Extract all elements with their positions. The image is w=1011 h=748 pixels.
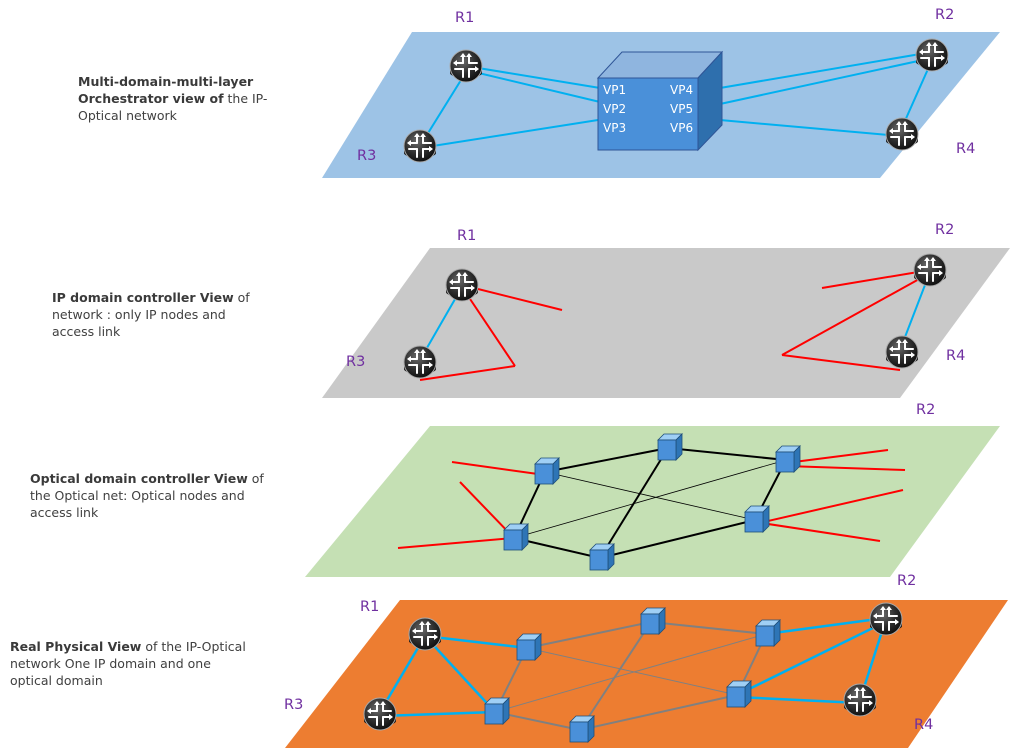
l1-r2-label: R2	[935, 7, 955, 23]
vp1-label: VP1	[603, 83, 627, 97]
l4-r4-label: R4	[914, 717, 934, 733]
router-l4-r4	[843, 683, 877, 717]
vp6-label: VP6	[670, 121, 694, 135]
vp4-label: VP4	[670, 83, 694, 97]
optical-node-4	[744, 505, 770, 533]
orchestrator-view-text: the IP-Optical network	[78, 91, 268, 123]
router-l4-r2	[869, 602, 903, 636]
optical-node-6	[503, 523, 529, 551]
router-l1-r1	[449, 49, 483, 83]
physical-node-6	[484, 697, 510, 725]
router-l2-r2	[913, 253, 947, 287]
l1-r4-label: R4	[956, 141, 976, 157]
router-l4-r3	[363, 697, 397, 731]
optical-controller-view-description: Optical domain controller View of the Op…	[30, 470, 270, 521]
router-l2-r1	[445, 268, 479, 302]
l2-r4-label: R4	[946, 348, 966, 364]
orchestrator-view-description: Multi-domain-multi-layer Orchestrator vi…	[78, 73, 278, 124]
orchestrator-links	[419, 51, 933, 149]
optical-access-links	[397, 449, 906, 549]
physical-plane	[285, 600, 1008, 748]
optical-node-3	[775, 445, 801, 473]
router-l1-r4	[885, 117, 919, 151]
physical-node-3	[755, 619, 781, 647]
router-l2-r3	[403, 345, 437, 379]
router-l1-r3	[403, 129, 437, 163]
physical-view-text: of the IP-Optical network One IP domain …	[10, 639, 246, 688]
vp5-label: VP5	[670, 102, 694, 116]
l1-r3-label: R3	[357, 148, 377, 164]
l4-r2-label: R2	[897, 573, 917, 589]
optical-node-5	[589, 543, 615, 571]
vp3-label: VP3	[603, 121, 627, 135]
l2-r3-label: R3	[346, 354, 366, 370]
ip-controller-view-description: IP domain controller View of network : o…	[52, 289, 267, 340]
optical-plane	[305, 426, 1000, 577]
physical-view-description: Real Physical View of the IP-Optical net…	[10, 638, 250, 689]
ip-controller-view-title: IP domain controller View	[52, 290, 234, 305]
physical-node-5	[569, 715, 595, 743]
router-l2-r4	[885, 335, 919, 369]
optical-node-1	[534, 457, 560, 485]
l4-r1-label: R1	[360, 599, 380, 615]
l3-r2-label: R2	[916, 402, 936, 418]
physical-view-title: Real Physical View	[10, 639, 142, 654]
router-l1-r2	[915, 38, 949, 72]
physical-node-1	[516, 633, 542, 661]
optical-controller-view-title: Optical domain controller View	[30, 471, 248, 486]
optical-controller-view-text: of the Optical net: Optical nodes and ac…	[30, 471, 264, 520]
l4-r3-label: R3	[284, 697, 304, 713]
ip-controller-view-text: of network : only IP nodes and access li…	[52, 290, 250, 339]
optical-node-2	[657, 433, 683, 461]
orchestrator-view-title: Multi-domain-multi-layer Orchestrator vi…	[78, 74, 254, 106]
l2-r2-label: R2	[935, 222, 955, 238]
physical-node-4	[726, 680, 752, 708]
physical-node-2	[640, 607, 666, 635]
l1-r1-label: R1	[455, 10, 475, 26]
router-l4-r1	[408, 617, 442, 651]
ip-dangling-links	[419, 269, 931, 381]
vp2-label: VP2	[603, 102, 627, 116]
vp-box	[596, 50, 724, 152]
l2-r1-label: R1	[457, 228, 477, 244]
